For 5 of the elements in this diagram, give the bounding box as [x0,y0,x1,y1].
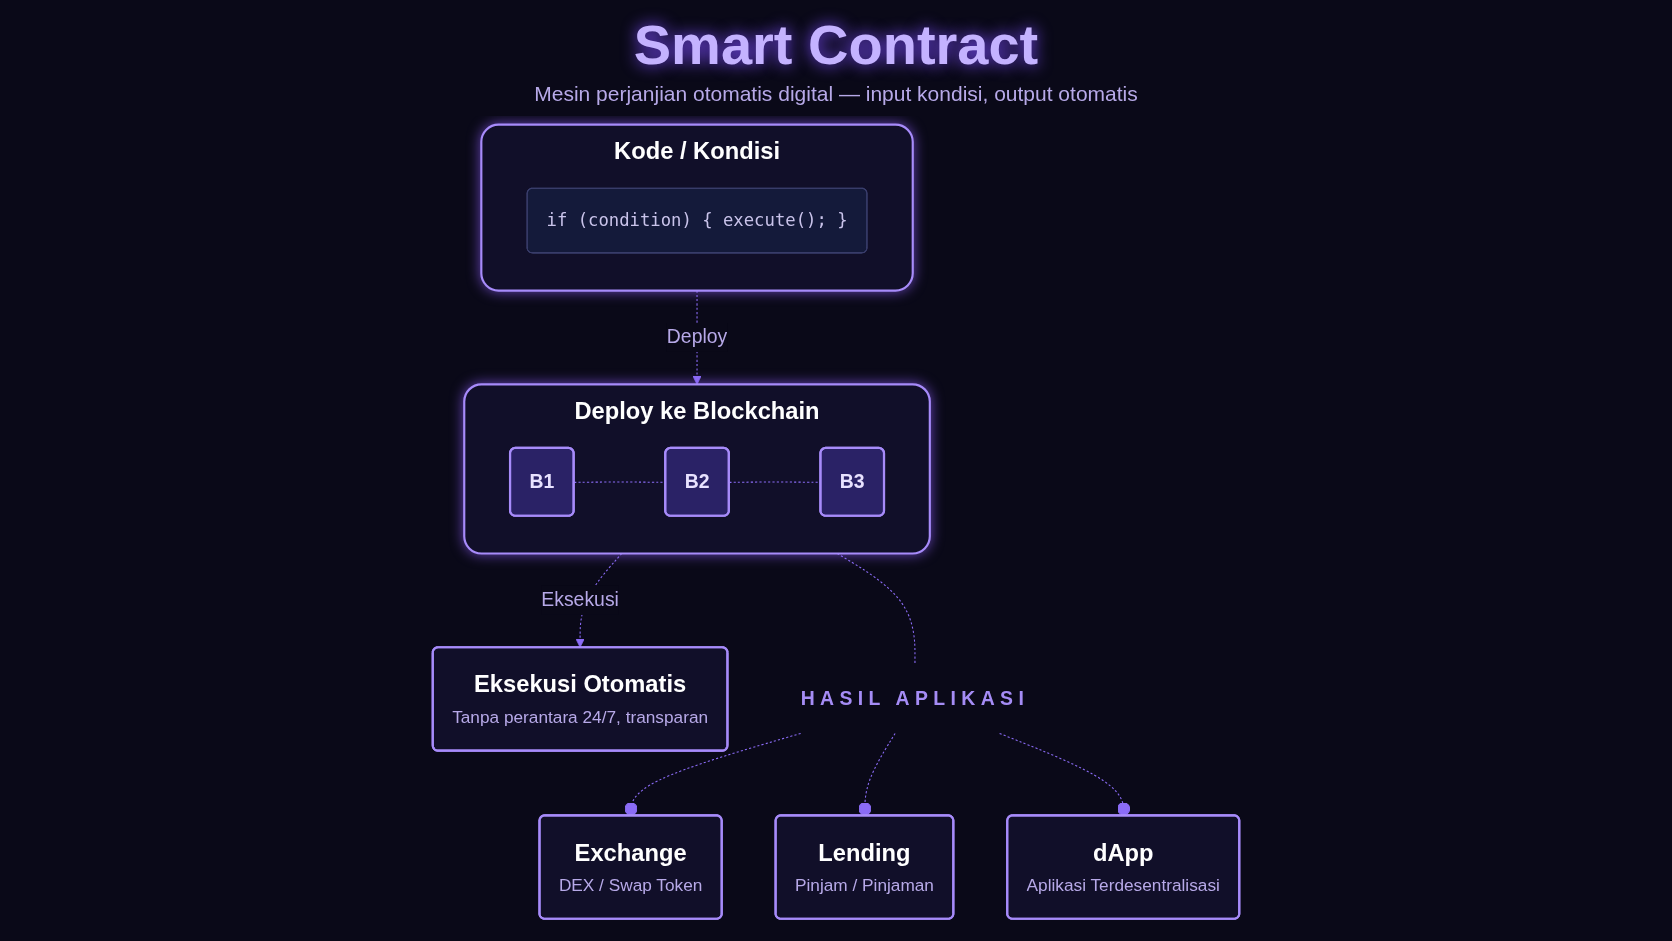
node-text: HASIL APLIKASI [800,687,1030,709]
subtitle-text: Mesin perjanjian otomatis digital — input kondisi, output otomatis [534,81,1138,106]
edge-label: Deploy [666,325,728,348]
edge-label: Eksekusi [541,588,619,611]
diagram-title: Smart Contract [633,14,1039,76]
